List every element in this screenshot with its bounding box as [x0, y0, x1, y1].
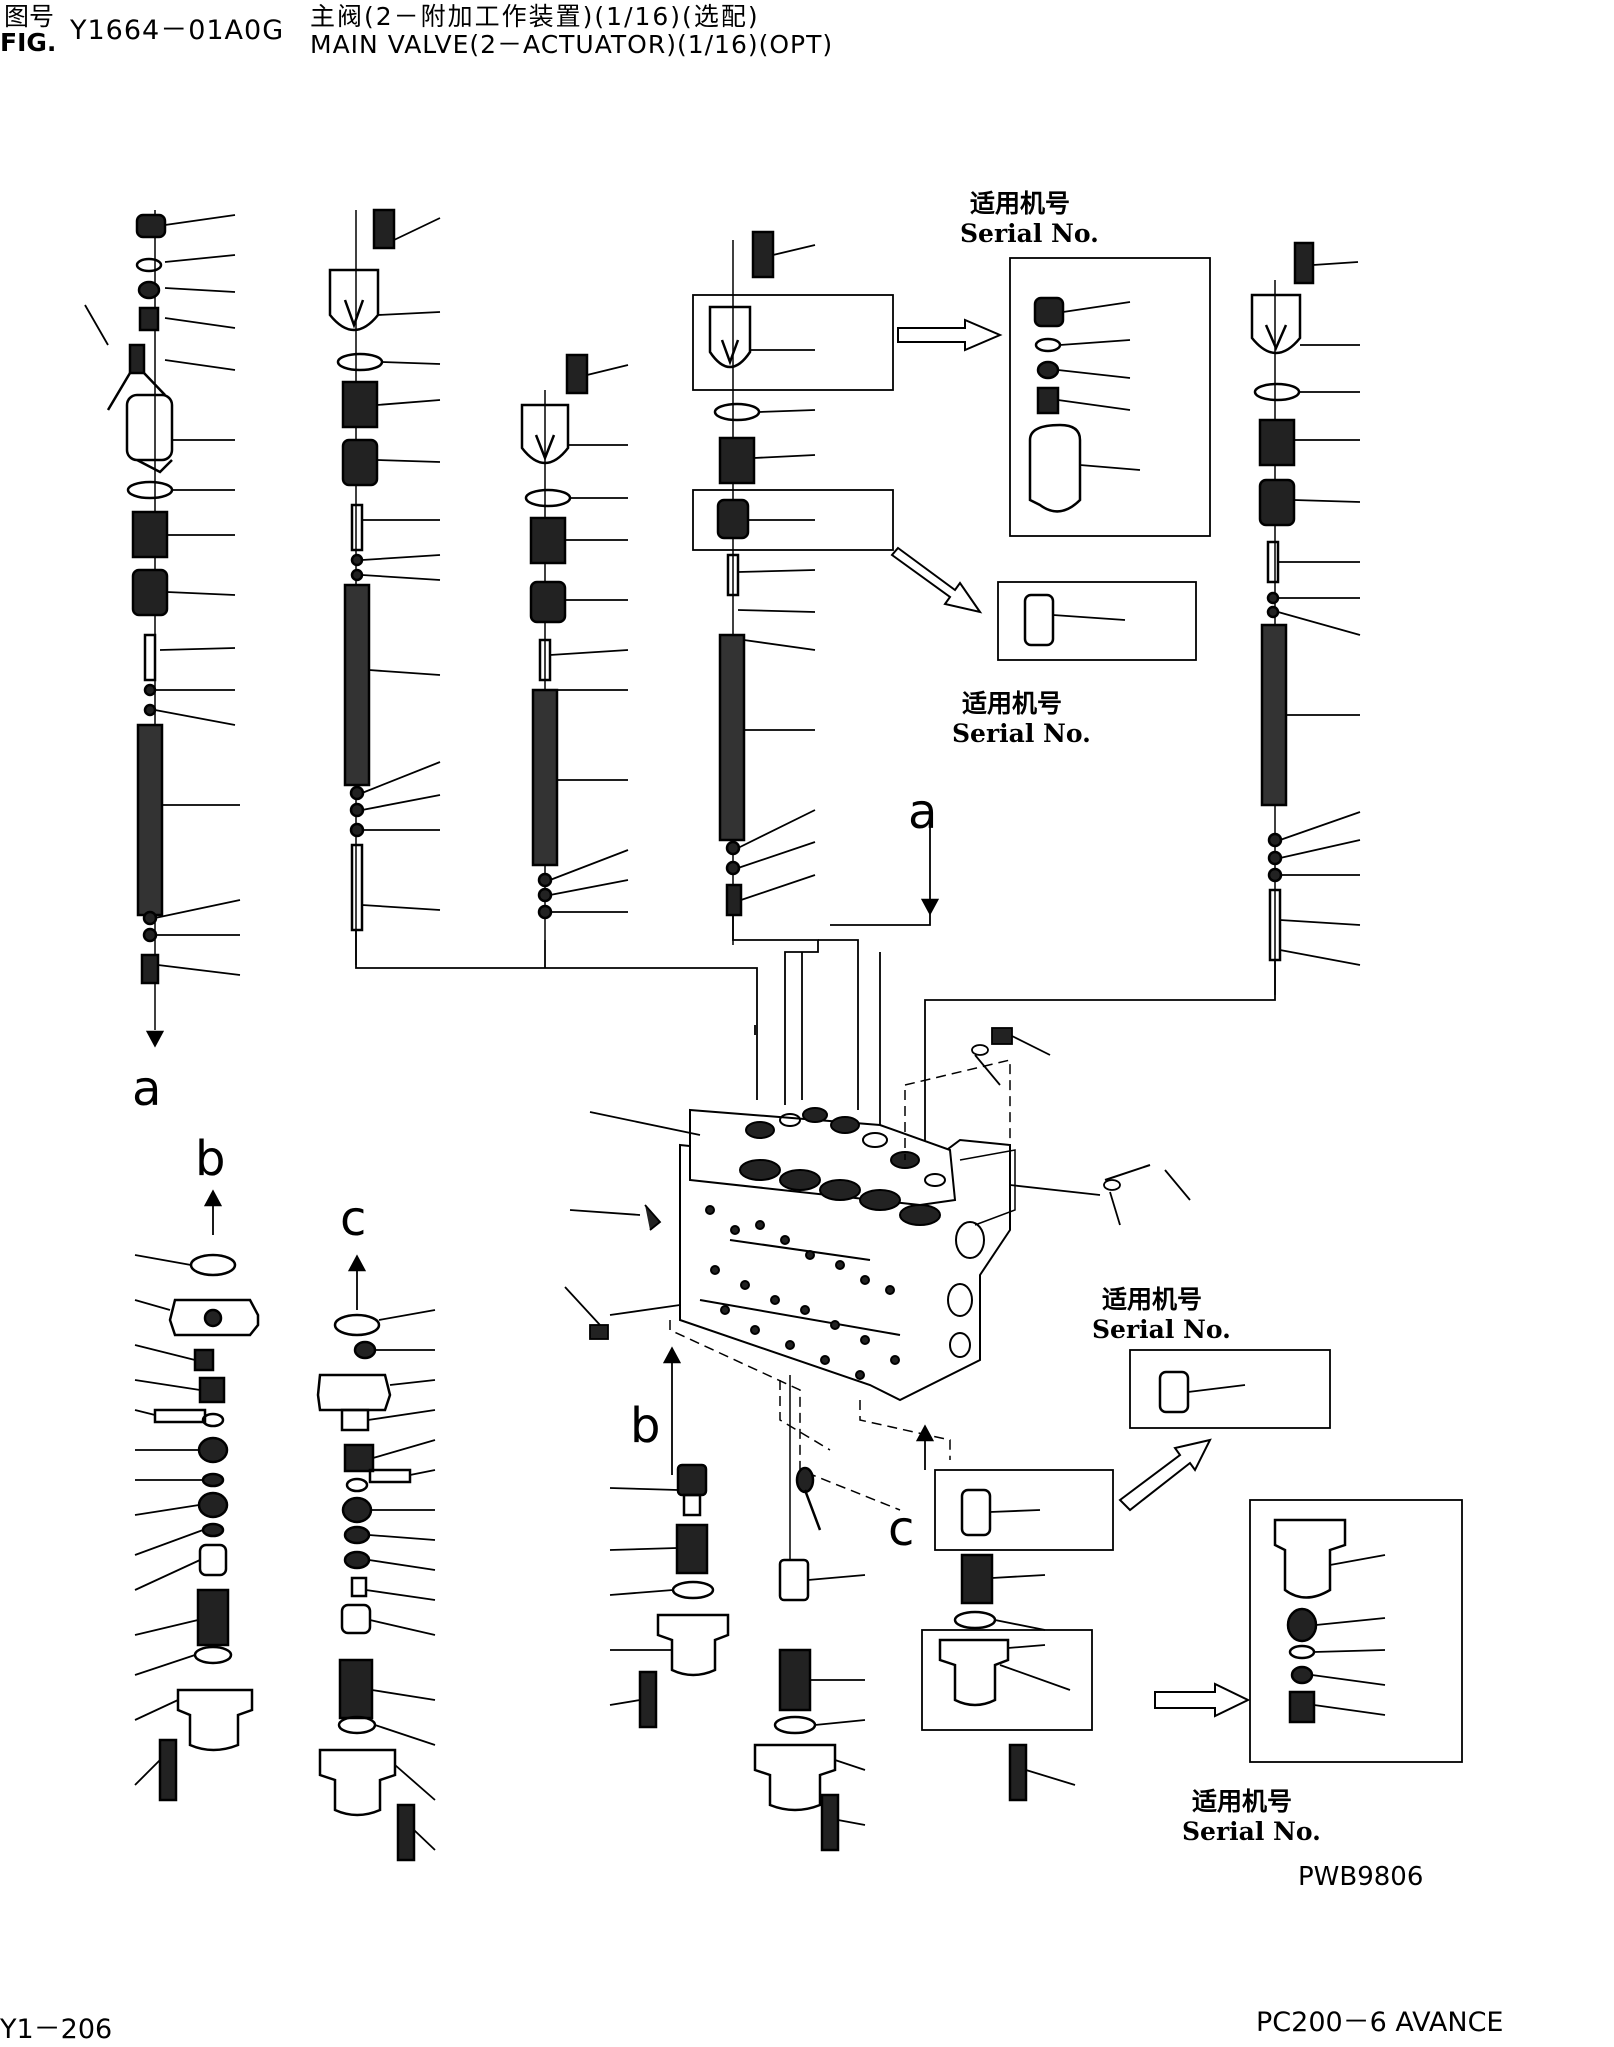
arrow-a-down	[920, 898, 940, 916]
serial-arrow-3	[1118, 1438, 1212, 1512]
leader-lines-b-left	[134, 1254, 204, 1786]
leader-lines-bottom-center	[807, 1574, 866, 1826]
connection-lines	[355, 825, 1276, 1165]
leader-lines-4	[737, 244, 816, 901]
figure-label-chinese: 图号	[4, 2, 55, 31]
serial-note-1: 适用机号 Serial No.	[960, 189, 1099, 248]
spool-assembly-c-left	[316, 1260, 416, 1862]
svg-text:适用机号: 适用机号	[962, 689, 1062, 718]
svg-text:适用机号: 适用机号	[1192, 1787, 1292, 1816]
title-english: MAIN VALVE(2－ACTUATOR)(1/16)(OPT)	[310, 30, 834, 59]
serial-arrow-2	[890, 546, 983, 614]
spool-assembly-b-left	[153, 1253, 260, 1802]
spool-assembly-b-center	[638, 1346, 730, 1729]
spool-assembly-4	[692, 230, 894, 945]
leader-lines-2	[361, 217, 441, 911]
model-name: PC200－6 AVANCE	[1256, 2007, 1504, 2038]
serial-box-5	[1249, 1499, 1463, 1763]
serial-parts-2	[1023, 593, 1126, 647]
spool-assembly-1	[106, 210, 174, 1030]
leader-lines-b-center	[609, 1487, 679, 1706]
serial-box-3	[934, 1469, 1114, 1551]
svg-text:Serial No.: Serial No.	[1092, 1315, 1231, 1344]
connection-label-text: a a b b c c	[132, 784, 937, 1557]
svg-text:Serial No.: Serial No.	[952, 719, 1091, 748]
serial-parts-5	[1273, 1518, 1386, 1724]
label-b-center: b	[630, 1398, 660, 1454]
serial-box-1	[1009, 257, 1211, 537]
serial-box-2	[997, 581, 1197, 661]
spool-assembly-c-right	[915, 1424, 1114, 1802]
leader-lines-5	[1277, 261, 1361, 966]
leader-lines-c-right	[991, 1574, 1076, 1786]
spool-assembly-bottom-center	[753, 1375, 840, 1852]
drawing-code: PWB9806	[1298, 1862, 1423, 1892]
serial-arrow-4	[1154, 1682, 1251, 1718]
serial-parts-4	[1158, 1370, 1246, 1414]
svg-text:Serial No.: Serial No.	[960, 219, 1099, 248]
serial-note-2: 适用机号 Serial No.	[952, 689, 1091, 748]
label-c-left: c	[340, 1191, 366, 1247]
label-c-right: c	[888, 1501, 914, 1557]
leader-lines-3	[549, 364, 629, 913]
leader-lines-c-left	[365, 1309, 436, 1851]
spool-assembly-2	[328, 208, 396, 965]
main-valve-body	[679, 1107, 1016, 1402]
spool-assembly-5	[1250, 241, 1315, 995]
label-a-upper: a	[908, 784, 937, 840]
label-a-left: a	[132, 1061, 161, 1117]
serial-box-4	[1129, 1349, 1331, 1429]
title-chinese: 主阀(2－附加工作装置)(1/16)(选配)	[310, 2, 760, 31]
serial-arrow-1	[897, 318, 1003, 352]
page-reference: Y1－206	[0, 2014, 113, 2045]
leader-lines-1	[84, 214, 241, 976]
svg-text:适用机号: 适用机号	[970, 189, 1070, 218]
svg-text:Serial No.: Serial No.	[1182, 1817, 1321, 1846]
label-b-left: b	[195, 1131, 225, 1187]
figure-number: Y1664－01A0G	[70, 15, 285, 46]
serial-note-4: 适用机号 Serial No.	[1182, 1787, 1321, 1846]
figure-label: FIG.	[0, 28, 57, 57]
serial-note-3: 适用机号 Serial No.	[1092, 1285, 1231, 1344]
serial-parts-1	[1028, 296, 1141, 513]
valve-body-leaders	[564, 1027, 1191, 1340]
spool-assembly-3	[520, 353, 589, 940]
svg-text:适用机号: 适用机号	[1102, 1285, 1202, 1314]
dashed-guides	[669, 1059, 1011, 1511]
